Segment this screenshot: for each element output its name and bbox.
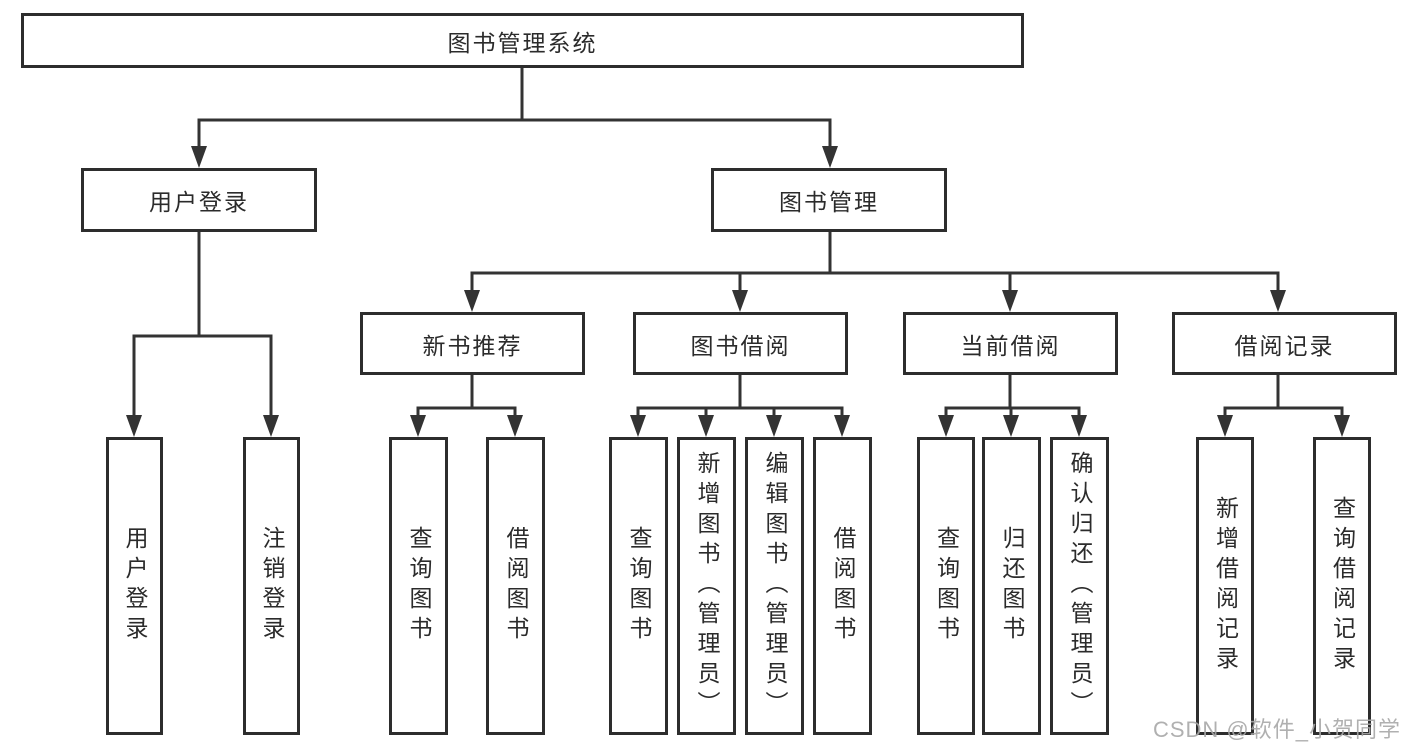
node-user-login: 用户登录 <box>81 168 317 232</box>
node-label: 图书管理系统 <box>447 29 598 56</box>
node-label: 查询图书 <box>626 526 652 646</box>
node-label: 归还图书 <box>999 526 1025 646</box>
node-label: 查询图书 <box>933 526 960 646</box>
node-label: 编辑图书（管理员） <box>762 451 788 721</box>
leaf-current-confirm-return-admin: 确认归还（管理员） <box>1050 437 1109 735</box>
leaf-newbook-query-book: 查询图书 <box>389 437 448 735</box>
node-label: 图书借阅 <box>690 332 791 359</box>
node-label: 图书管理 <box>779 189 879 215</box>
leaf-borrow-add-book-admin: 新增图书（管理员） <box>677 437 736 735</box>
node-book-management: 图书管理 <box>711 168 947 232</box>
node-label: 借阅图书 <box>830 526 856 646</box>
leaf-record-query: 查询借阅记录 <box>1313 437 1371 735</box>
node-label: 当前借阅 <box>960 332 1061 359</box>
node-book-borrow: 图书借阅 <box>633 312 848 375</box>
leaf-user-login: 用户登录 <box>106 437 163 735</box>
leaf-logout-login: 注销登录 <box>243 437 300 735</box>
connector-path <box>132 66 1344 419</box>
node-label: 用户登录 <box>149 189 249 215</box>
node-label: 用户登录 <box>122 526 148 646</box>
leaf-record-add: 新增借阅记录 <box>1196 437 1254 735</box>
node-label: 新增图书（管理员） <box>694 451 720 721</box>
csdn-watermark: CSDN @软件_小贺同学 <box>1152 717 1401 742</box>
node-label: 确认归还（管理员） <box>1067 451 1093 721</box>
node-label: 借阅图书 <box>503 526 529 646</box>
node-label: 借阅记录 <box>1234 332 1335 359</box>
node-label: 新书推荐 <box>422 332 523 359</box>
arrowheads <box>126 146 1350 437</box>
node-current-borrow: 当前借阅 <box>903 312 1118 375</box>
node-label: 查询借阅记录 <box>1329 496 1356 676</box>
leaf-current-return-book: 归还图书 <box>982 437 1041 735</box>
leaf-newbook-borrow-book: 借阅图书 <box>486 437 545 735</box>
leaf-current-query-book: 查询图书 <box>917 437 975 735</box>
node-label: 查询图书 <box>406 526 432 646</box>
node-label: 注销登录 <box>259 526 285 646</box>
node-borrow-record: 借阅记录 <box>1172 312 1397 375</box>
leaf-borrow-query-book: 查询图书 <box>609 437 668 735</box>
leaf-borrow-borrow-book: 借阅图书 <box>813 437 872 735</box>
node-library-management-system: 图书管理系统 <box>21 13 1024 68</box>
leaf-borrow-edit-book-admin: 编辑图书（管理员） <box>745 437 804 735</box>
node-new-book-recommend: 新书推荐 <box>360 312 585 375</box>
node-label: 新增借阅记录 <box>1212 496 1239 676</box>
